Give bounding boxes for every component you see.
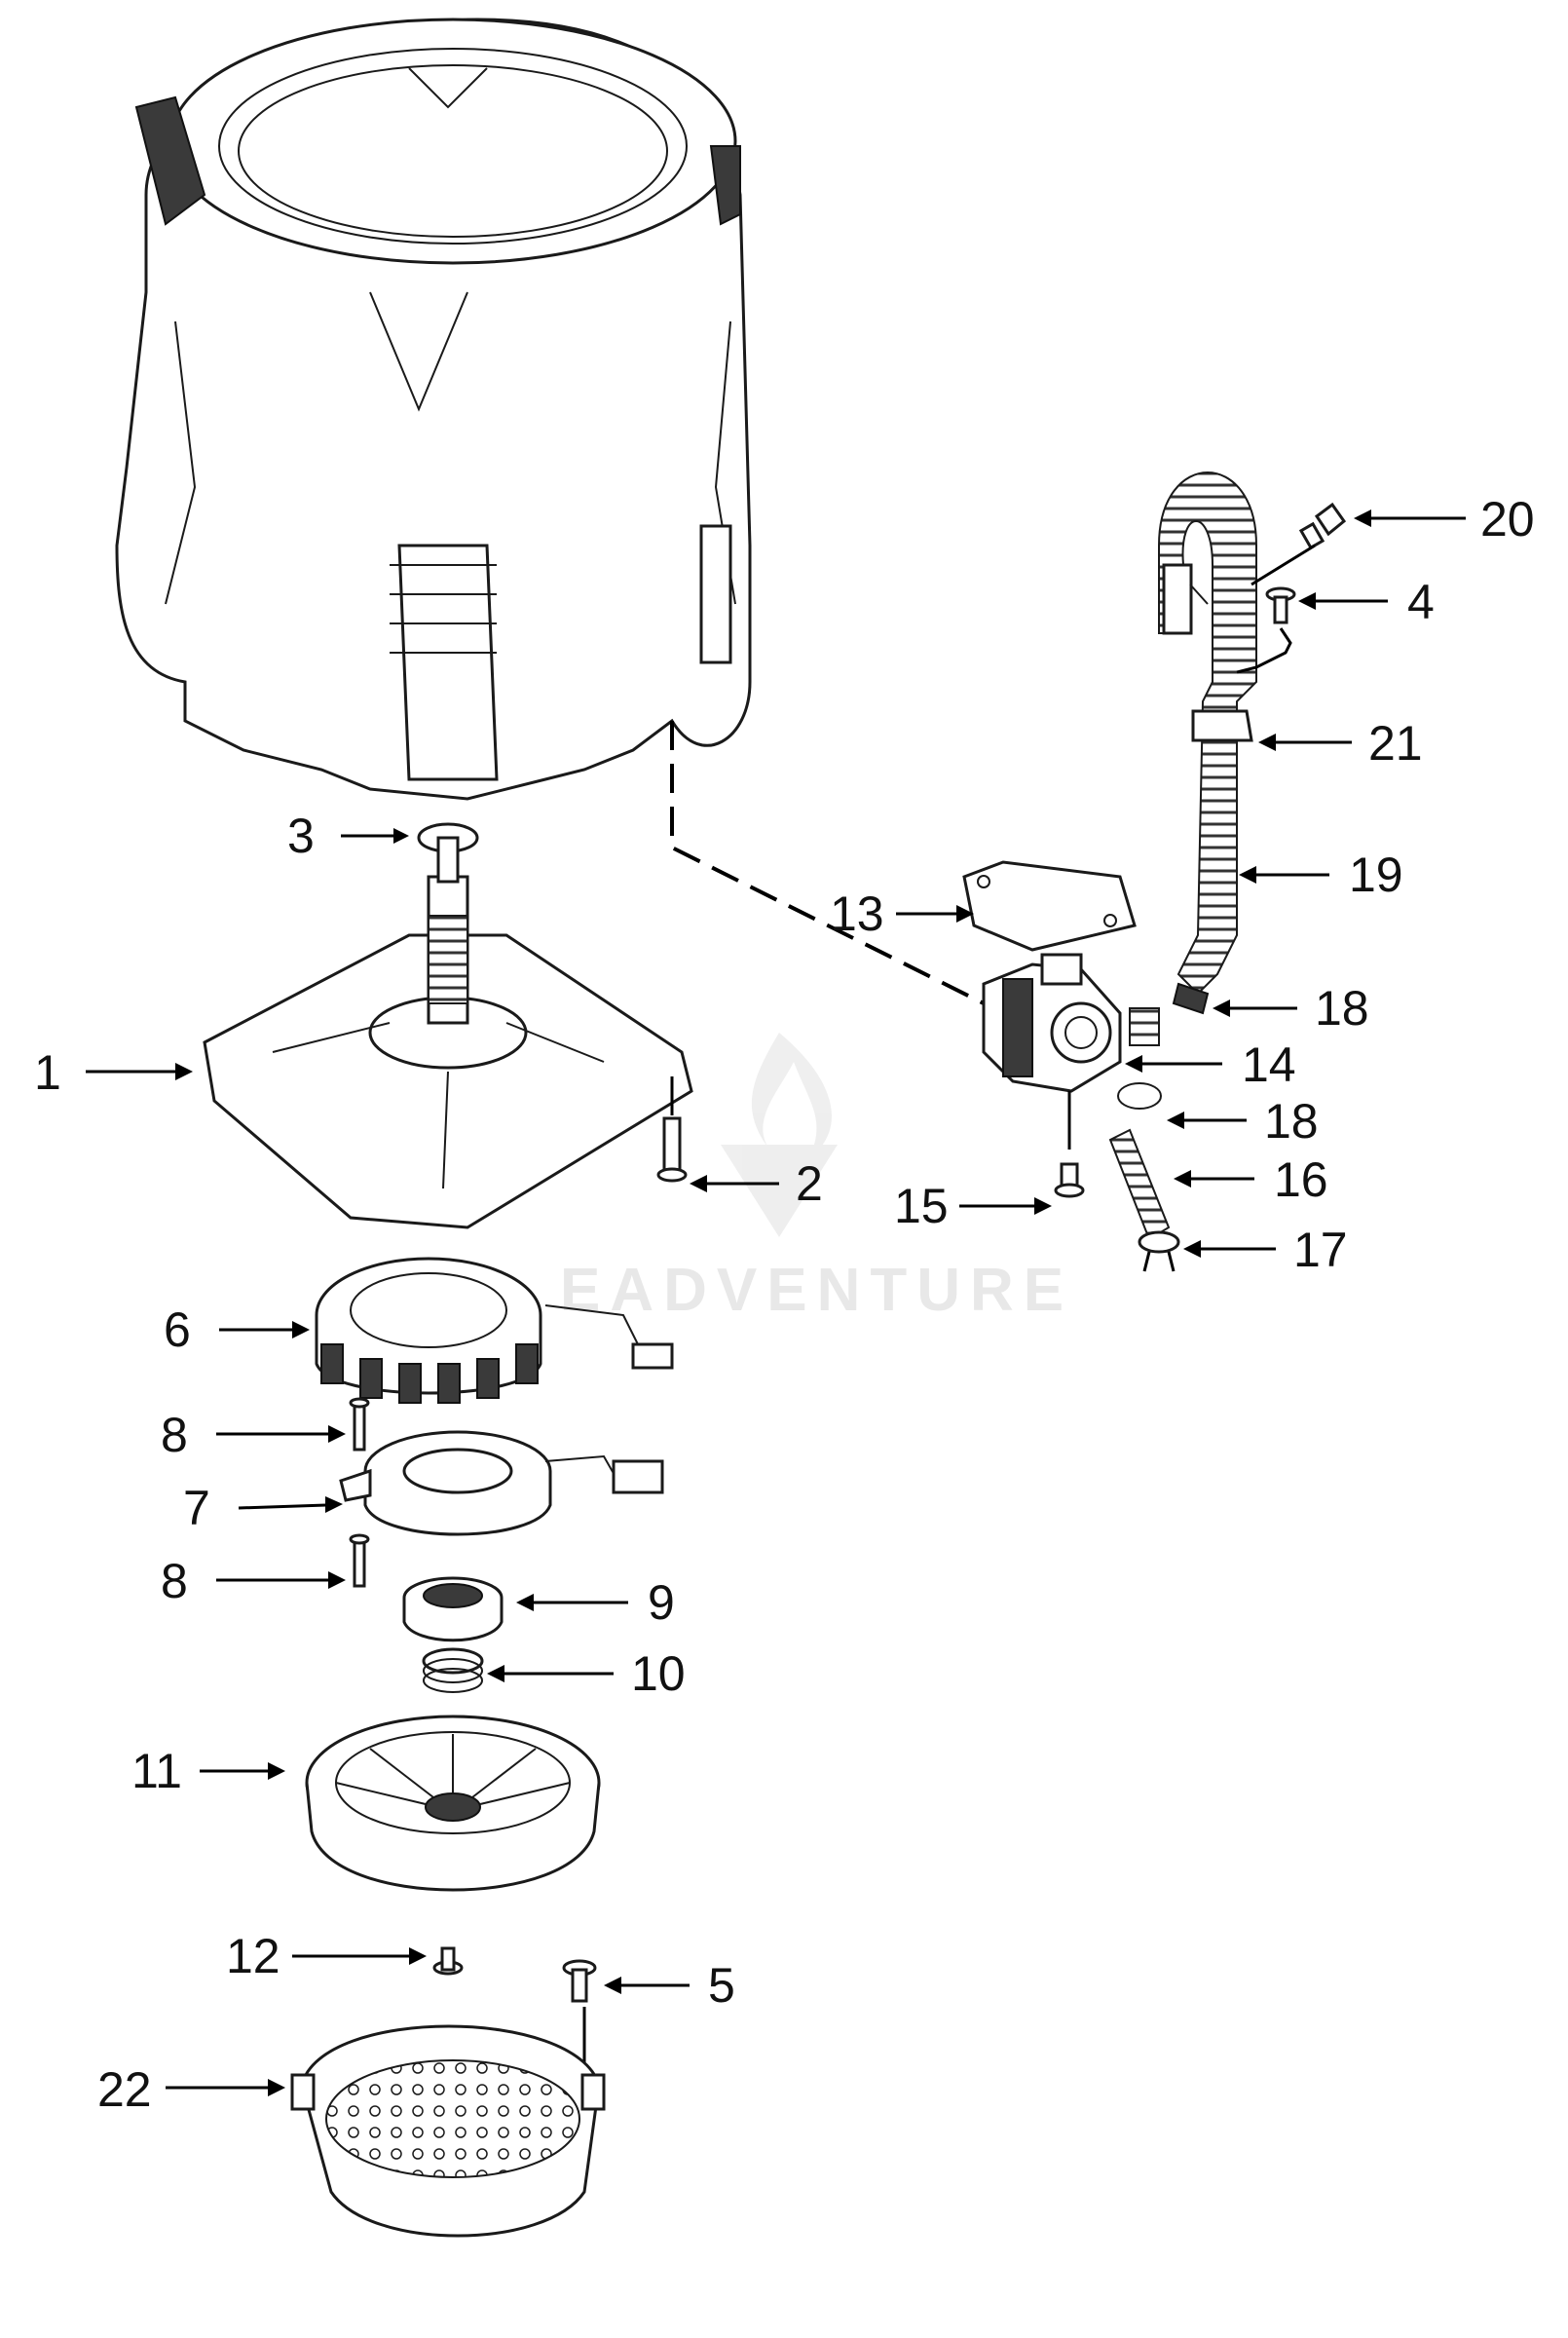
part-2-screw [656,1076,688,1183]
callout-6: 6 [164,1302,191,1357]
arrowhead-22 [268,2079,285,2096]
callout-8-top: 8 [161,1408,188,1462]
part-6-stator [315,1257,674,1404]
part-15-screw [1054,1091,1085,1198]
watermark-text: EADVENTURE [560,1257,1073,1324]
part-9-clutch-hub [402,1576,504,1642]
arrowhead-18-lower [1167,1112,1184,1129]
part-18-clamp-lower [1117,1082,1162,1110]
callouts: 3 1 2 6 8 7 8 9 10 11 [34,492,1535,2117]
part-19-drain-hose [1158,471,1257,1015]
arrowhead-10 [487,1665,504,1682]
part-1-mounting-plate [203,836,693,1229]
callout-22: 22 [97,2062,152,2117]
part-8-screw-bottom [349,1533,370,1588]
part-13-gasket [962,860,1137,952]
arrowhead-15 [1034,1197,1052,1215]
callout-5: 5 [708,1958,735,2013]
dashed-guide-line [670,721,1004,1015]
callout-8-bottom: 8 [161,1554,188,1608]
part-5-bolt [562,1959,597,2070]
part-12-bolt [432,1946,464,1976]
callout-17: 17 [1293,1223,1348,1277]
callout-18-lower: 18 [1264,1094,1319,1149]
callout-20: 20 [1480,492,1535,547]
callout-12: 12 [226,1929,280,1983]
arrowhead-17 [1183,1240,1201,1258]
callout-18-upper: 18 [1315,981,1369,1036]
callout-13: 13 [830,886,884,941]
arrowhead-19 [1239,866,1256,884]
callout-21: 21 [1368,716,1423,771]
part-4-screw [1236,586,1296,674]
part-11-rotor [305,1715,601,1892]
arrowhead-7 [325,1496,343,1513]
part-10-spring [422,1647,484,1693]
part-17-hose-clip [1138,1230,1180,1272]
arrowhead-11 [268,1762,285,1780]
arrowhead-13 [956,905,974,923]
part-7-sensor-housing [339,1430,664,1536]
callout-16: 16 [1274,1152,1328,1207]
arrowhead-20 [1354,509,1371,527]
callout-19: 19 [1349,848,1403,902]
arrowhead-16 [1174,1170,1191,1188]
callout-11: 11 [131,1744,182,1798]
callout-10: 10 [631,1646,686,1701]
arrowhead-8-top [328,1425,346,1443]
part-14-drain-pump [982,953,1160,1093]
arrowhead-21 [1258,734,1276,751]
callout-1: 1 [34,1045,61,1100]
callout-3: 3 [287,809,315,863]
callout-14: 14 [1242,1037,1296,1092]
callout-9: 9 [648,1575,675,1630]
arrowhead-6 [292,1321,310,1339]
outer-tub [115,18,752,801]
part-16-short-hose [1108,1128,1171,1241]
arrowhead-1 [175,1063,193,1080]
arrowhead-12 [409,1947,427,1965]
arrowhead-18-upper [1213,999,1230,1017]
callout-2: 2 [796,1156,823,1211]
arrowhead-14 [1125,1055,1142,1073]
arrowhead-3 [393,828,409,844]
arrowhead-8-bottom [328,1571,346,1589]
part-20-screw [1251,502,1347,586]
arrowhead-2 [690,1175,707,1192]
arrowhead-5 [604,1977,621,1994]
part-22-filter-basket [290,2024,606,2238]
arrowhead-4 [1298,592,1316,610]
watermark-logo: EADVENTURE [560,1033,1073,1324]
callout-4: 4 [1407,575,1435,629]
callout-arrow-7 [238,1503,327,1510]
callout-15: 15 [894,1179,949,1233]
arrowhead-9 [516,1594,534,1611]
callout-7: 7 [183,1481,210,1535]
part-8-screw-top [349,1397,370,1452]
